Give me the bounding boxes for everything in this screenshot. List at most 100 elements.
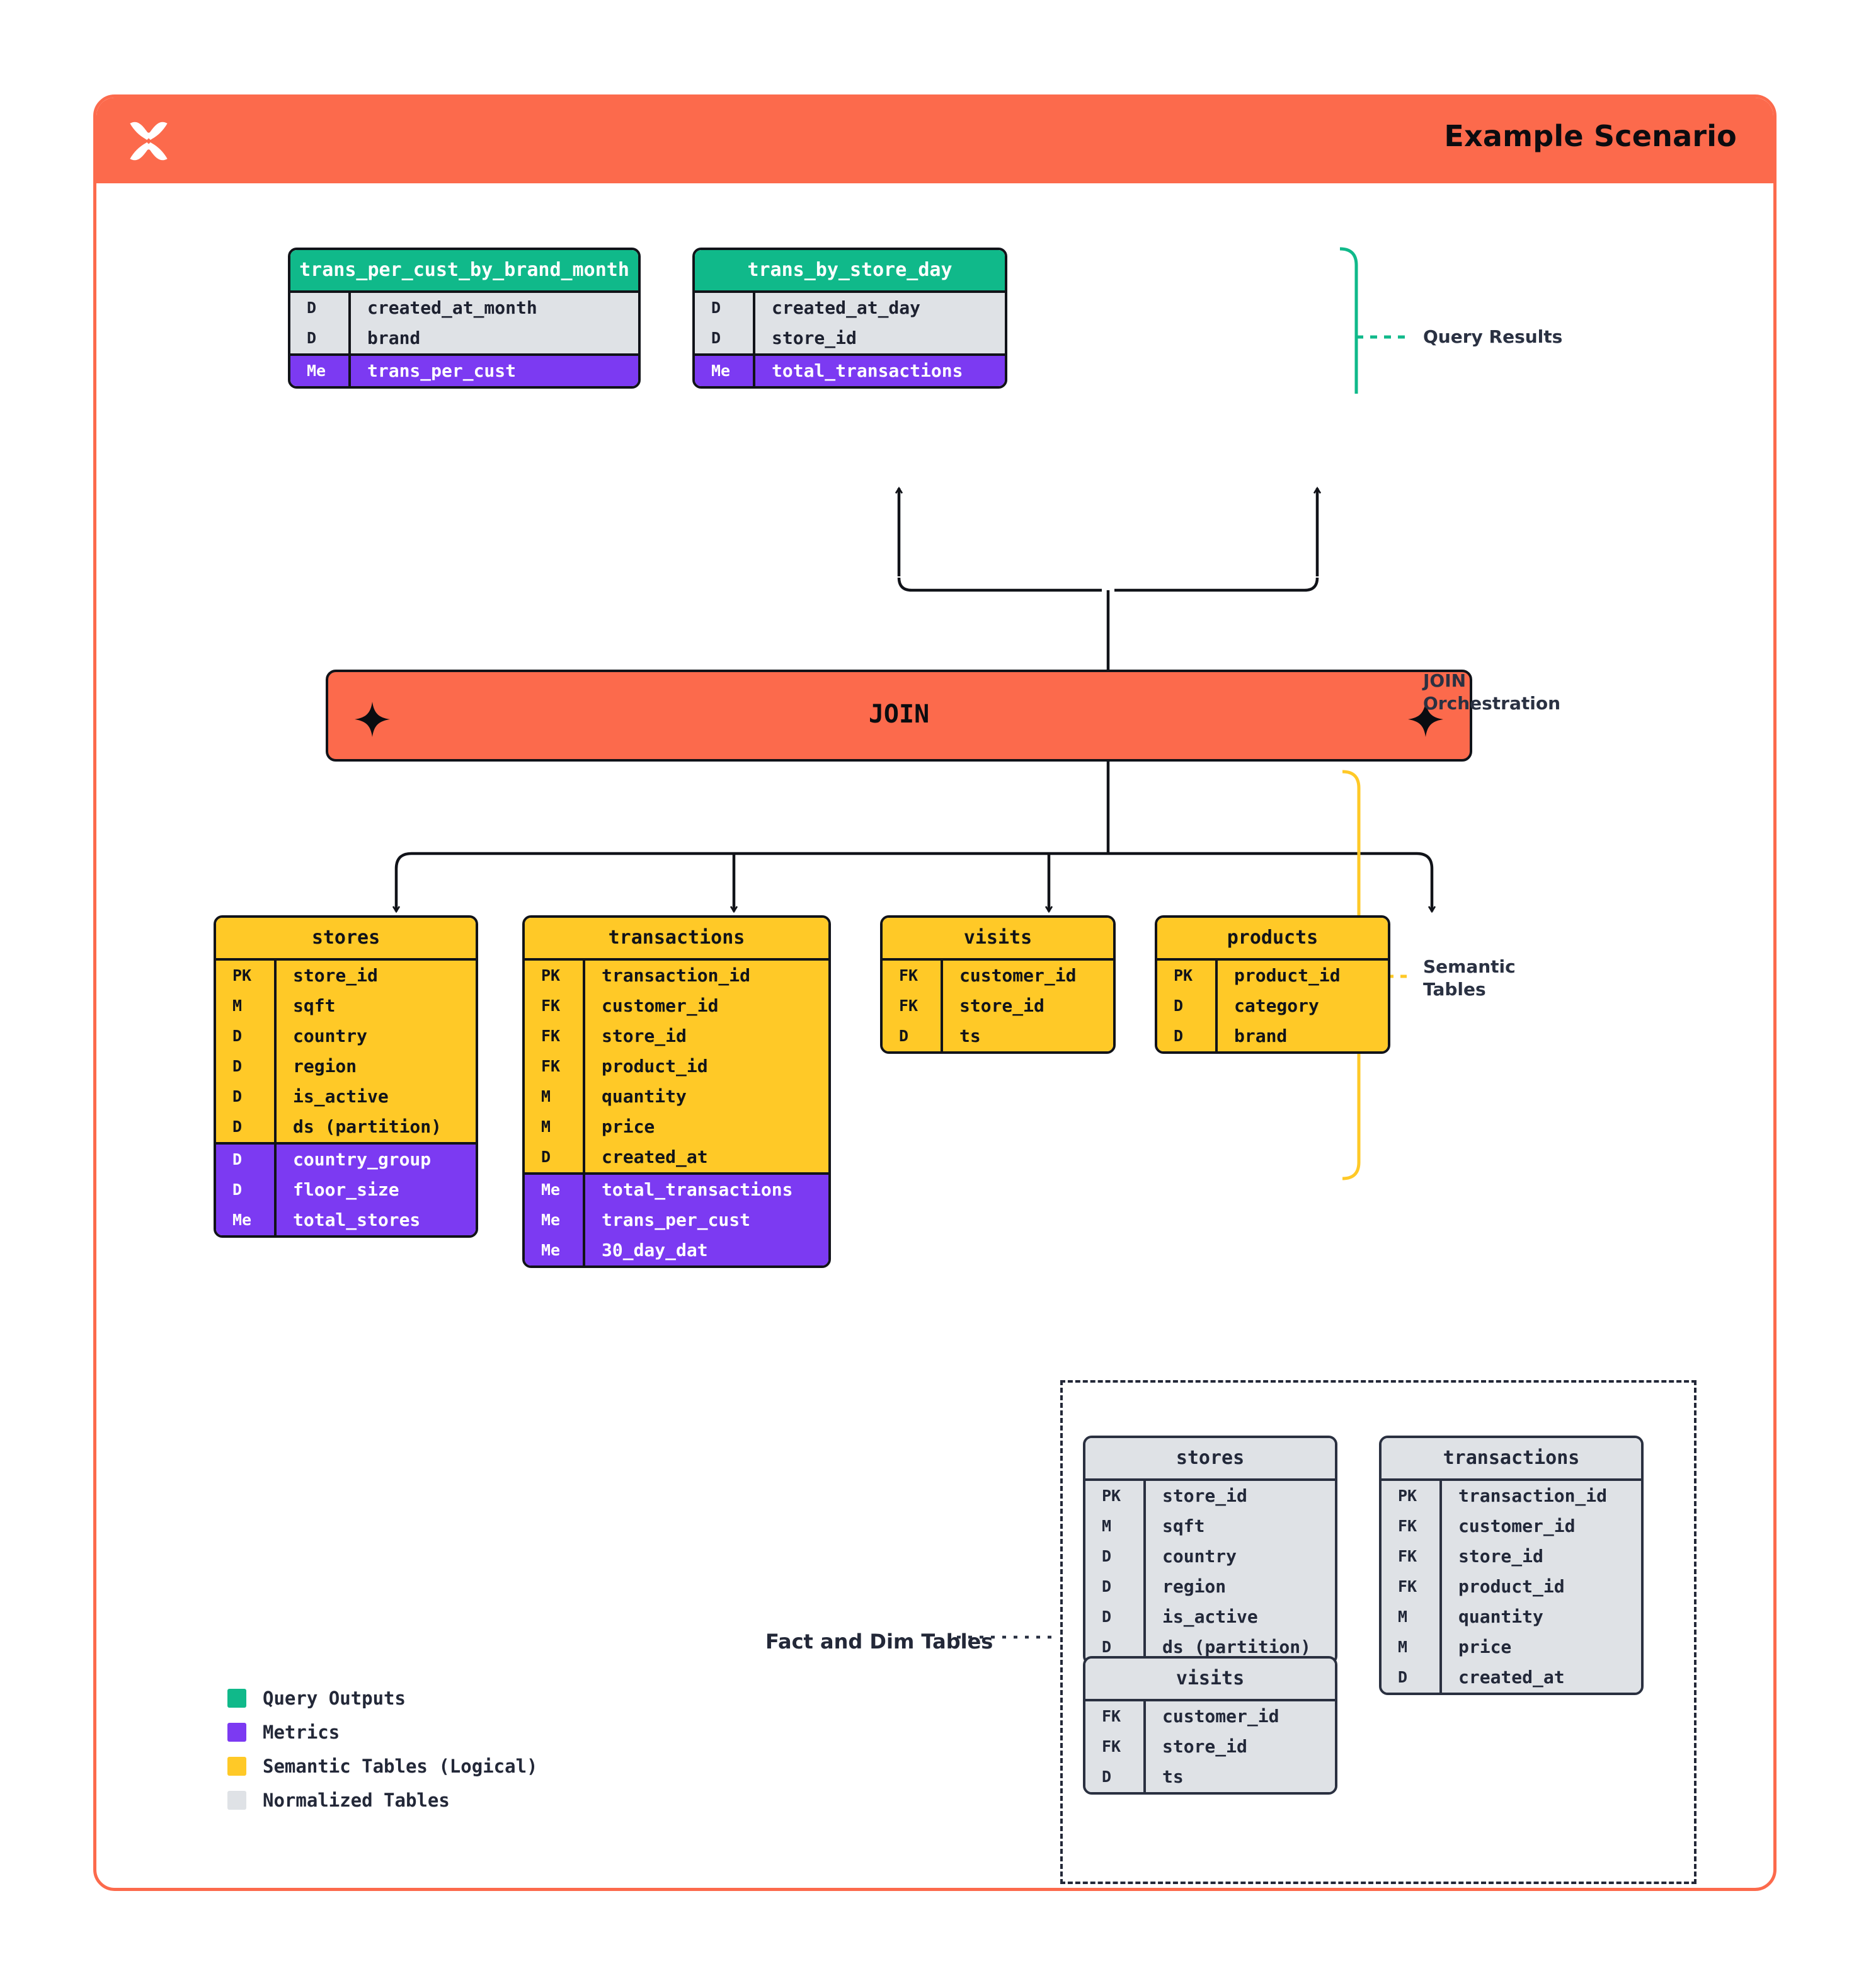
join-label: JOIN [868,700,930,729]
table-row: FK store_id [1085,1731,1335,1762]
column-name: customer_id [1143,1701,1335,1732]
column-key: D [1398,1668,1408,1686]
column-name: store_id [1143,1731,1335,1762]
column-key: D [1102,1547,1112,1565]
column-name: quantity [583,1081,828,1112]
table-row: D created_at_day [695,292,1005,323]
legend-swatch-semantic-tables [227,1757,246,1776]
column-name: country [1143,1541,1335,1572]
legend-label: Semantic Tables (Logical) [263,1756,538,1777]
legend-item: Query Outputs [227,1681,538,1715]
column-name: trans_per_cust [583,1204,828,1235]
column-key: D [1102,1638,1112,1656]
column-key: Me [541,1241,561,1259]
column-key: Me [711,362,731,380]
column-key: D [232,1180,243,1199]
column-name: price [1439,1631,1641,1662]
column-name: country_group [274,1144,476,1175]
annotation-semantic-line2: Tables [1423,978,1486,1000]
column-key: PK [541,966,561,985]
table-row: D created_at_month [290,292,638,323]
column-key: Me [307,362,326,380]
column-key: D [232,1027,243,1045]
legend-swatch-query-outputs [227,1689,246,1708]
legend-swatch-normalized-tables [227,1791,246,1810]
column-key: FK [1398,1577,1417,1596]
dbt-x-logo-icon [130,122,168,161]
column-name: customer_id [941,960,1113,991]
column-key: Me [232,1211,252,1229]
join-orchestration-bar[interactable]: JOIN [326,670,1472,762]
column-key: M [541,1117,551,1136]
column-name: trans_per_cust [348,355,638,386]
column-key: D [307,329,317,347]
legend-label: Metrics [263,1722,340,1743]
column-key: Me [541,1211,561,1229]
column-key: D [1102,1768,1112,1786]
column-name: product_id [1215,960,1388,991]
column-key: D [232,1150,243,1168]
table-header: stores [216,918,476,958]
sparkle-icon [1408,702,1443,737]
column-key: Me [541,1180,561,1199]
column-key: D [711,329,721,347]
column-key: FK [541,1027,561,1045]
column-key: FK [1102,1737,1121,1756]
column-name: total_stores [274,1204,476,1235]
column-name: store_id [753,323,1005,353]
sparkle-icon [355,702,390,737]
column-key: D [1174,997,1184,1015]
column-name: transaction_id [583,960,828,991]
column-key: D [1174,1027,1184,1045]
query-result-table-2[interactable]: trans_by_store_day D created_at_day D st… [692,248,1007,389]
table-row: PK transaction_id [525,960,828,991]
column-name: ts [941,1020,1113,1051]
column-name: created_at [583,1141,828,1172]
legend-item: Semantic Tables (Logical) [227,1749,538,1783]
diagram-card: Example Scenario [93,94,1777,1891]
column-key: FK [541,997,561,1015]
annotation-semantic-line1: Semantic [1423,956,1516,977]
column-name: sqft [274,990,476,1021]
column-name: created_at_day [753,292,1005,323]
table-row-metric: Me total_stores [216,1204,476,1235]
column-name: ts [1143,1761,1335,1792]
column-name: brand [348,323,638,353]
column-name: brand [1215,1020,1388,1051]
column-name: quantity [1439,1601,1641,1632]
column-key: PK [1102,1487,1121,1505]
column-key: M [232,997,243,1015]
table-header: trans_per_cust_by_brand_month [290,250,638,290]
legend-item: Normalized Tables [227,1783,538,1817]
column-key: D [1102,1608,1112,1626]
column-key: PK [1398,1487,1417,1505]
column-key: FK [899,997,918,1015]
table-header: stores [1085,1438,1335,1478]
column-name: price [583,1111,828,1142]
fact-and-dim-group [1060,1380,1696,1884]
query-result-table-1[interactable]: trans_per_cust_by_brand_month D created_… [288,248,641,389]
column-key: M [1102,1517,1112,1535]
